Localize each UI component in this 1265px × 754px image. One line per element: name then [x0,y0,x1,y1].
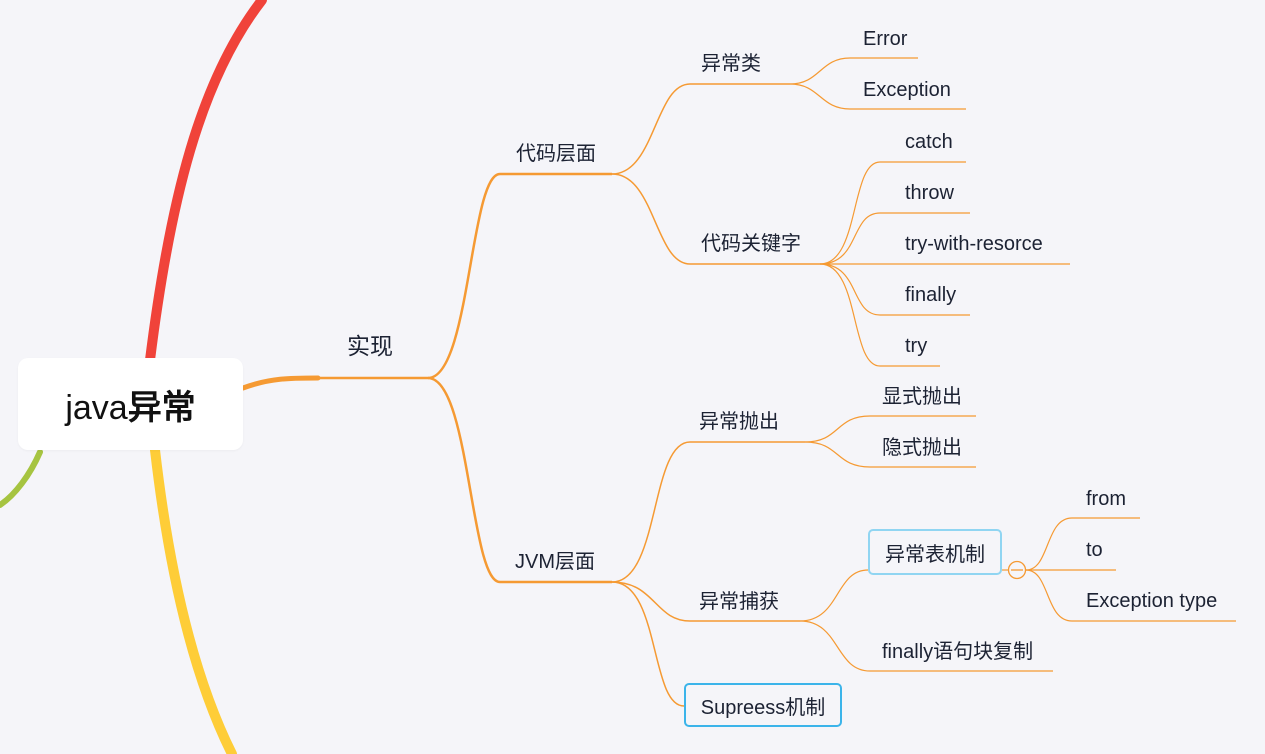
node-exception-throw[interactable]: 异常抛出 [699,411,779,433]
leaf-finally-block-copy[interactable]: finally语句块复制 [882,641,1034,663]
leaf-exception-type[interactable]: Exception type [1086,590,1218,612]
impl-to-code-line [427,172,501,380]
leaf-implicit-throw[interactable]: 隐式抛出 [882,437,962,459]
jvm-to-throw-line [611,441,691,583]
node-jvm-level[interactable]: JVM层面 [515,551,595,573]
leaf-finally[interactable]: finally [905,284,957,306]
leaf-catch[interactable]: catch [905,131,953,153]
leaf-explicit-throw[interactable]: 显式抛出 [882,386,962,408]
node-exception-table[interactable]: 异常表机制 [868,529,1002,575]
impl-to-jvm-line [427,376,501,584]
leaf-throw[interactable]: throw [905,182,954,204]
leaf-try-with-resorce[interactable]: try-with-resorce [905,233,1043,255]
exception-table-label: 异常表机制 [885,543,985,566]
leaf-from[interactable]: from [1086,488,1126,510]
leaf-to[interactable]: to [1086,539,1103,561]
red-branch-line [145,0,267,365]
leaf-error[interactable]: Error [863,28,908,50]
leaf-try[interactable]: try [905,335,928,357]
root-label: java异常 [65,388,196,427]
node-exception-catch[interactable]: 异常捕获 [699,591,779,613]
leaf-exception[interactable]: Exception [863,79,951,101]
root-to-impl-line [240,375,321,391]
root-node[interactable]: java异常 [18,358,243,450]
node-code-level[interactable]: 代码层面 [516,143,596,165]
node-exception-class[interactable]: 异常类 [701,53,761,75]
code-to-keyword-line [611,173,691,265]
node-code-keywords[interactable]: 代码关键字 [701,233,801,255]
node-supreess[interactable]: Supreess机制 [684,683,842,727]
code-to-exclass-line [611,83,691,175]
yellow-branch-line [150,445,237,754]
supreess-label: Supreess机制 [700,696,826,719]
node-impl[interactable]: 实现 [347,333,393,359]
jvm-to-catch-line [611,581,691,622]
jvm-to-suppress-line [611,581,685,707]
green-branch-line [0,449,43,508]
